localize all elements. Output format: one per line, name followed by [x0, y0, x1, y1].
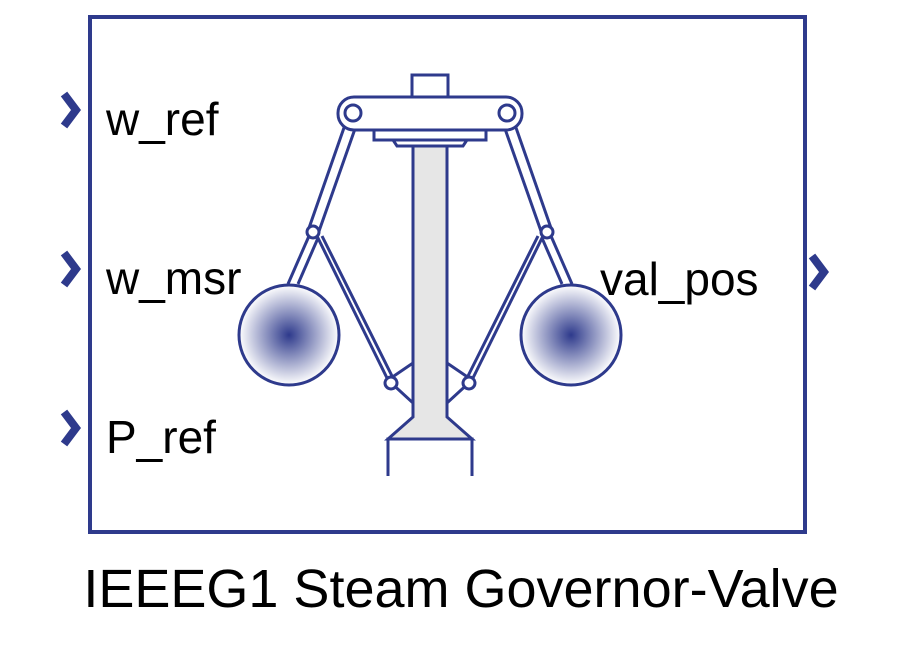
input-port-p-ref[interactable]	[60, 409, 81, 447]
input-label-p-ref: P_ref	[106, 411, 216, 463]
block-title[interactable]: IEEEG1 Steam Governor-Valve	[83, 559, 839, 619]
output-label-val-pos: val_pos	[600, 253, 759, 305]
input-port-w-ref[interactable]	[60, 91, 81, 129]
output-port-val-pos[interactable]	[808, 253, 829, 291]
governor-valve-block[interactable]	[88, 15, 807, 534]
flyball-governor-icon	[237, 73, 623, 476]
input-label-w-msr: w_msr	[106, 252, 242, 304]
input-port-w-msr[interactable]	[60, 250, 81, 288]
input-label-w-ref: w_ref	[106, 93, 219, 145]
